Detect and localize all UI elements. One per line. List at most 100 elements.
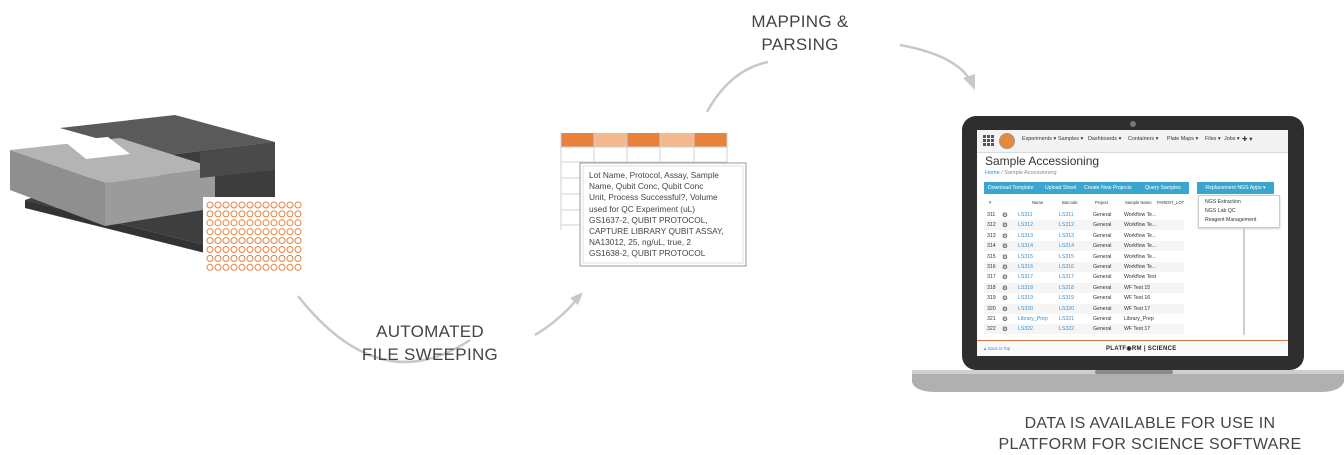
apps-grid-icon[interactable] xyxy=(983,135,994,146)
menu-item-reagent-management[interactable]: Reagent Management xyxy=(1205,217,1257,223)
gear-icon[interactable]: ⚙ xyxy=(1002,212,1008,219)
plate-well xyxy=(230,228,238,236)
sample-name-link[interactable]: LS318 xyxy=(1018,284,1034,291)
nav-jobs[interactable]: Jobs ▾ xyxy=(1224,136,1240,142)
nav-plate-maps[interactable]: Plate Maps ▾ xyxy=(1167,136,1199,142)
barcode-link[interactable]: LS318 xyxy=(1059,284,1075,291)
mapping-label-line: PARSING xyxy=(761,35,839,54)
webcam-icon xyxy=(1130,121,1136,127)
nav-add[interactable]: ✚ ▾ xyxy=(1242,136,1253,143)
query-samples-button[interactable]: Query Samples xyxy=(1145,185,1181,191)
barcode-link[interactable]: LS321 xyxy=(1059,316,1075,322)
back-to-top-link[interactable]: ▲ Back to Top xyxy=(983,346,1011,351)
logo-icon[interactable] xyxy=(999,133,1015,149)
barcode-link[interactable]: LS311 xyxy=(1059,212,1074,218)
sample-name-link[interactable]: LS316 xyxy=(1018,264,1034,270)
gear-icon[interactable]: ⚙ xyxy=(1002,284,1008,292)
barcode-link[interactable]: LS312 xyxy=(1059,222,1075,229)
table-scrollbar[interactable] xyxy=(1243,227,1245,335)
gear-icon[interactable]: ⚙ xyxy=(1002,316,1008,323)
lab-instrument xyxy=(10,115,305,279)
gear-icon[interactable]: ⚙ xyxy=(1002,305,1008,313)
plate-well xyxy=(246,219,254,227)
breadcrumb-home[interactable]: Home xyxy=(985,170,1000,176)
menu-item-ngs-lab-qc[interactable]: NGS Lab QC xyxy=(1205,208,1236,214)
plate-well xyxy=(286,263,294,271)
plate-well xyxy=(214,201,222,209)
table-header: # Name Barcode Project Sample Name PAREN… xyxy=(984,200,1184,208)
plate-well xyxy=(238,219,246,227)
sample-name-link[interactable]: LS319 xyxy=(1018,295,1034,302)
gear-icon[interactable]: ⚙ xyxy=(1002,326,1008,334)
sample-name-link[interactable]: LS315 xyxy=(1018,253,1034,260)
sample-name-link[interactable]: LS311 xyxy=(1018,212,1033,218)
plate-well xyxy=(230,210,238,218)
spreadsheet-document xyxy=(560,133,747,267)
nav-samples[interactable]: Samples ▾ xyxy=(1058,136,1084,142)
sample-name-link[interactable]: LS312 xyxy=(1018,222,1034,229)
barcode-link[interactable]: LS322 xyxy=(1059,326,1075,333)
sample-name-link[interactable]: LS313 xyxy=(1018,232,1034,239)
sample-name-cell: Workflow Te... xyxy=(1124,222,1157,229)
column-name[interactable]: Name xyxy=(1032,200,1044,205)
barcode-link[interactable]: LS320 xyxy=(1059,305,1075,312)
barcode-link[interactable]: LS316 xyxy=(1059,264,1075,270)
column-project[interactable]: Project xyxy=(1095,200,1109,205)
gear-icon[interactable]: ⚙ xyxy=(1002,253,1008,261)
barcode-link[interactable]: LS315 xyxy=(1059,253,1075,260)
column-parent-lot[interactable]: PARENT_LOT xyxy=(1157,200,1185,205)
plate-well xyxy=(254,228,262,236)
plate-well xyxy=(238,254,246,262)
plate-well xyxy=(278,246,286,253)
plate-well xyxy=(278,228,286,236)
nav-files[interactable]: Files ▾ xyxy=(1205,136,1221,142)
gear-icon[interactable]: ⚙ xyxy=(1002,295,1008,303)
barcode-link[interactable]: LS319 xyxy=(1059,295,1075,302)
gear-icon[interactable]: ⚙ xyxy=(1002,274,1008,282)
row-number: 313 xyxy=(987,232,996,239)
upload-sheet-button[interactable]: Upload Sheet xyxy=(1045,185,1077,191)
column-barcode[interactable]: Barcode xyxy=(1062,200,1078,205)
column-sample-name[interactable]: Sample Name xyxy=(1125,200,1152,205)
barcode-link[interactable]: LS313 xyxy=(1059,232,1075,239)
gear-icon[interactable]: ⚙ xyxy=(1002,222,1008,230)
plate-well xyxy=(246,254,254,262)
plate-well xyxy=(246,246,254,253)
plate-well xyxy=(270,246,278,253)
nav-containers[interactable]: Containers ▾ xyxy=(1128,136,1159,142)
nav-dashboards[interactable]: Dashboards ▾ xyxy=(1088,136,1122,142)
gear-icon[interactable]: ⚙ xyxy=(1002,232,1008,240)
sample-name-link[interactable]: LS317 xyxy=(1018,274,1034,281)
barcode-link[interactable]: LS314 xyxy=(1059,243,1075,250)
replacement-apps-button[interactable]: Replacement NGS Apps ▾ xyxy=(1197,182,1274,194)
nav-experiments[interactable]: Experiments ▾ xyxy=(1022,136,1057,142)
nav-bar: Experiments ▾ Samples ▾ Dashboards ▾ Con… xyxy=(977,130,1288,153)
row-number: 319 xyxy=(987,295,996,302)
sample-name-link[interactable]: LS320 xyxy=(1018,305,1034,312)
download-template-button[interactable]: Download Template xyxy=(988,185,1034,191)
sample-name-cell: Library_Prep xyxy=(1124,316,1154,322)
sample-name-link[interactable]: LS314 xyxy=(1018,243,1034,250)
gear-icon[interactable]: ⚙ xyxy=(1002,243,1008,251)
menu-item-ngs-extraction[interactable]: NGS Extraction xyxy=(1205,199,1241,205)
plate-well xyxy=(294,237,302,245)
sample-name-link[interactable]: Library_Prep xyxy=(1018,316,1048,322)
column-number[interactable]: # xyxy=(989,200,992,205)
create-projects-button[interactable]: Create New Projects xyxy=(1084,185,1132,191)
barcode-link[interactable]: LS317 xyxy=(1059,274,1075,281)
toolbar: Download Template Upload Sheet Create Ne… xyxy=(984,182,1189,194)
gear-icon[interactable]: ⚙ xyxy=(1002,264,1008,271)
sample-name-link[interactable]: LS322 xyxy=(1018,326,1034,333)
